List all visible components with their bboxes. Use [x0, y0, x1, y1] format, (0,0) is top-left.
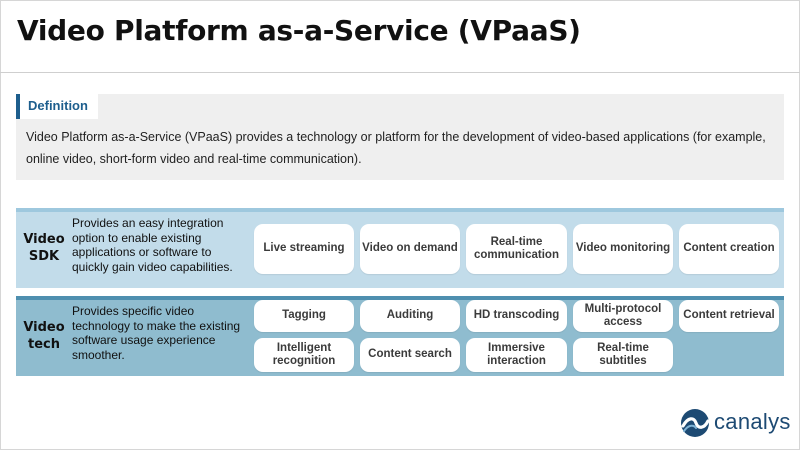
definition-label-text: Definition [28, 98, 88, 113]
capability-content-search: Content search [360, 338, 460, 372]
capability-real-time-communication: Real-time communication [466, 224, 567, 274]
definition-text: Video Platform as-a-Service (VPaaS) prov… [26, 130, 766, 166]
video-sdk-name: Video SDK [16, 208, 72, 288]
capability-auditing: Auditing [360, 300, 460, 332]
title-divider [0, 72, 800, 73]
video-sdk-description: Provides an easy integration option to e… [72, 216, 233, 274]
capability-multi-protocol-access: Multi-protocol access [573, 300, 673, 332]
video-sdk-name-text: Video SDK [23, 232, 65, 264]
capability-hd-transcoding: HD transcoding [466, 300, 567, 332]
video-sdk-band-accent [16, 208, 784, 212]
canalys-logo-text: canalys [714, 409, 791, 434]
capability-intelligent-recognition: Intelligent recognition [254, 338, 354, 372]
definition-label: Definition [16, 94, 98, 119]
capability-immersive-interaction: Immersive interaction [466, 338, 567, 372]
video-tech-name: Video tech [16, 296, 72, 376]
video-tech-name-text: Video tech [23, 320, 65, 352]
canalys-logo: canalys [680, 406, 790, 442]
capability-video-monitoring: Video monitoring [573, 224, 673, 274]
capability-live-streaming: Live streaming [254, 224, 354, 274]
capability-real-time-subtitles: Real-time subtitles [573, 338, 673, 372]
capability-content-retrieval: Content retrieval [679, 300, 779, 332]
definition-panel: Definition Video Platform as-a-Service (… [16, 94, 784, 180]
capability-content-creation: Content creation [679, 224, 779, 274]
page-title: Video Platform as-a-Service (VPaaS) [17, 14, 581, 47]
video-tech-band-accent [16, 296, 784, 300]
video-tech-band: Video tech Provides specific video techn… [16, 296, 784, 376]
capability-tagging: Tagging [254, 300, 354, 332]
capability-video-on-demand: Video on demand [360, 224, 460, 274]
video-sdk-band: Video SDK Provides an easy integration o… [16, 208, 784, 288]
video-tech-description: Provides specific video technology to ma… [72, 304, 241, 362]
canalys-wave-logo-icon [681, 409, 710, 437]
